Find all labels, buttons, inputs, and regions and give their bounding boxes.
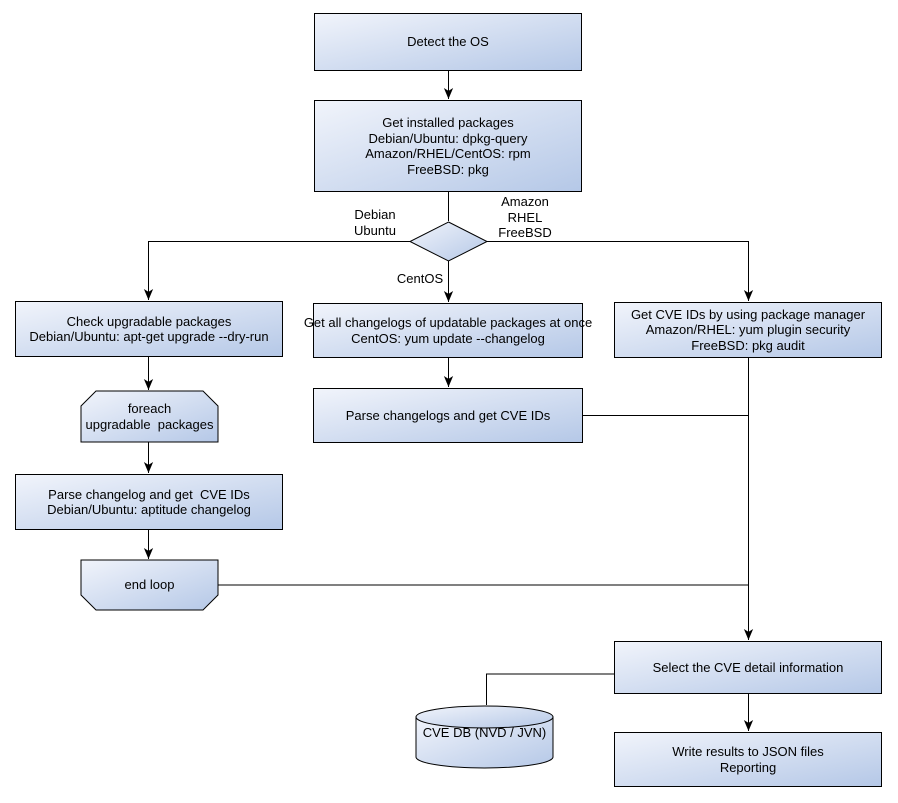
node-select-cve-detail: Select the CVE detail information [614,641,882,694]
cylinder-body [415,717,554,769]
node-get-installed-packages: Get installed packages Debian/Ubuntu: dp… [314,100,582,192]
edge-label-centos: CentOS [396,271,444,286]
edge-decision-to-get-cve-ids [487,241,754,301]
node-parse-changelogs: Parse changelogs and get CVE IDs [313,388,583,443]
node-detect-os: Detect the OS [314,13,582,71]
node-check-upgradable: Check upgradable packages Debian/Ubuntu:… [15,301,283,357]
end-loop-label: end loop [124,577,175,593]
cve-db-label: CVE DB (NVD / JVN) [422,725,547,741]
foreach-loop-label: foreach upgradable packages [85,401,214,432]
cylinder-top [415,705,554,729]
node-get-cve-ids-pkg-manager: Get CVE IDs by using package manager Ama… [614,302,882,358]
edge-label-debian-ubuntu: Debian Ubuntu [354,207,396,238]
edge-select-to-cvedb [486,673,614,705]
end-loop-shape [80,559,219,611]
node-write-results: Write results to JSON files Reporting [614,732,882,787]
foreach-loop-shape [80,390,219,443]
node-parse-changelog-debian: Parse changelog and get CVE IDs Debian/U… [15,474,283,530]
os-decision-diamond [408,221,489,262]
edge-decision-to-check-upgradable [143,241,410,300]
edge-label-amazon-rhel-freebsd: Amazon RHEL FreeBSD [498,194,552,240]
node-get-all-changelogs: Get all changelogs of updatable packages… [304,303,592,358]
cve-db-cylinder [415,705,554,769]
